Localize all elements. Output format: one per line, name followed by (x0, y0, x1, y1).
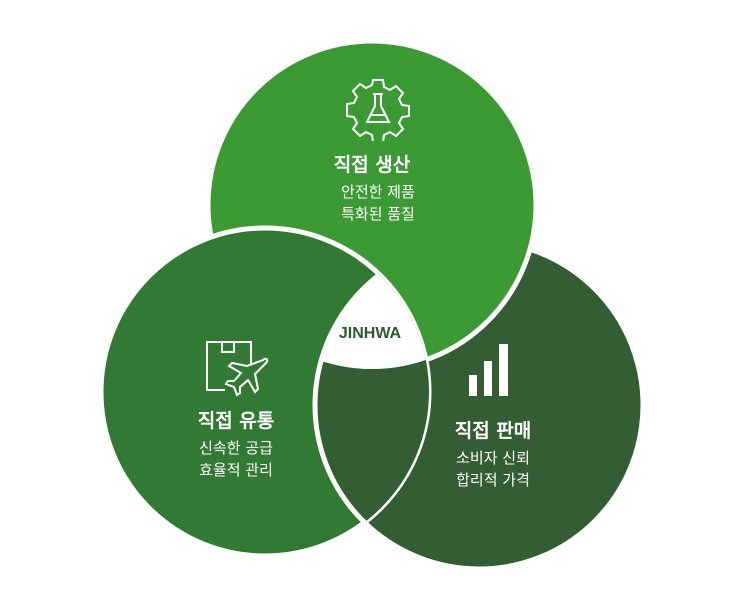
sales-line-1: 소비자 신뢰 (456, 449, 530, 467)
distribution-title: 직접 유통 (197, 410, 275, 432)
bar-chart-icon (469, 344, 508, 396)
gear-flask-icon (346, 79, 410, 141)
production-title: 직접 생산 (333, 154, 411, 176)
production-line-2: 특화된 품질 (341, 205, 415, 223)
sales-line-2: 합리적 가격 (456, 471, 530, 489)
distribution-line-2: 효율적 관리 (199, 461, 273, 479)
center-label: JINHWA (338, 325, 402, 342)
sales-title: 직접 판매 (454, 420, 532, 442)
distribution-line-1: 신속한 공급 (199, 439, 273, 457)
production-line-1: 안전한 제품 (341, 183, 415, 201)
box-airplane-icon (206, 341, 269, 397)
